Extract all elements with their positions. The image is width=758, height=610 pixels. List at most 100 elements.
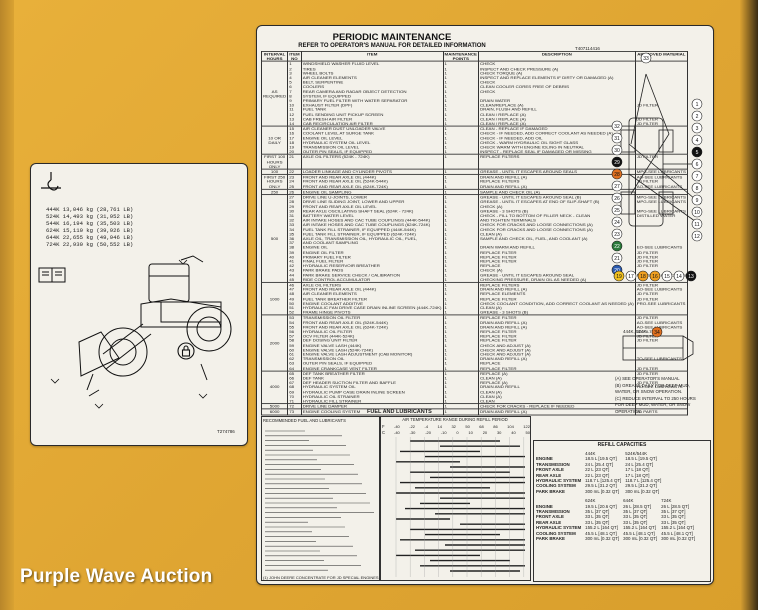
cell-description: REPLACE (A) CLEAN (A) REPLACE (A) DRAIN … bbox=[477, 370, 636, 405]
callout-circle bbox=[691, 146, 703, 158]
refill-col3-head: 624K bbox=[585, 498, 596, 504]
callout-19: 19 bbox=[616, 274, 622, 280]
refill-label: PARK BRAKE bbox=[536, 536, 565, 542]
callout-28: 28 bbox=[614, 172, 620, 178]
cell-points: 1 1 1 1 1 1 1 1 1 1 1 1 1 1 1 1 1 1 1 bbox=[442, 194, 479, 283]
wheel-loader-drawing bbox=[78, 255, 232, 397]
refill-value: 22 L [23 QT] bbox=[585, 467, 610, 473]
refill-value: 300 mL [0.32 QT] bbox=[661, 536, 696, 542]
refill-label: COOLING SYSTEM bbox=[536, 483, 576, 489]
maintenance-subtitle: REFER TO OPERATOR'S MANUAL FOR DETAILED … bbox=[298, 43, 486, 49]
callout-circle bbox=[691, 134, 703, 146]
callout-11: 11 bbox=[694, 222, 699, 228]
refill-value: 24 L [25.4 QT] bbox=[625, 461, 654, 467]
weights-part-number: T274786 bbox=[217, 429, 235, 434]
refill-label: FRONT AXLE bbox=[536, 467, 564, 473]
fuel-left-title: RECOMMENDED FUEL AND LUBRICANTS bbox=[263, 418, 346, 423]
callout-4: 4 bbox=[696, 138, 699, 144]
temp-c-label: 40 bbox=[511, 430, 516, 435]
temp-c-label: 20 bbox=[482, 430, 488, 435]
cell-points: 1 bbox=[442, 188, 479, 196]
callout-circle bbox=[613, 270, 625, 282]
callout-32: 32 bbox=[614, 124, 620, 130]
refill-value: 33 L [35 QT] bbox=[623, 519, 648, 525]
cell-points: 1 1 1 1 1 1 bbox=[442, 125, 479, 156]
temp-title: AIR TEMPERATURE RANGE DURING REFILL PERI… bbox=[402, 417, 508, 422]
refill-value: 155.2 L [164 QT] bbox=[585, 525, 618, 531]
refill-title: REFILL CAPACITIES bbox=[597, 442, 647, 448]
cell-points: 1 1 1 bbox=[442, 174, 479, 190]
callout-circle bbox=[611, 252, 623, 264]
refill-value: 45.5 L [48.1 QT] bbox=[661, 530, 693, 536]
cell-description: DRAIN AND REFILL (A) REPLACE FILTERS DRA… bbox=[477, 174, 636, 190]
manual-book-icon bbox=[38, 267, 66, 283]
callout-2: 2 bbox=[696, 114, 699, 120]
callout-15: 15 bbox=[664, 274, 670, 280]
temp-f-label: -4 bbox=[424, 424, 429, 429]
callout-circle bbox=[611, 120, 623, 132]
refill-value: 33 L [35 QT] bbox=[623, 514, 648, 520]
callout-31: 31 bbox=[614, 136, 620, 142]
callout-circle bbox=[691, 182, 703, 194]
callout-circle bbox=[611, 168, 623, 180]
cell-material: JD FILTER AO-SEE LUBRICANTS AO-SEE LUBRI… bbox=[634, 314, 688, 372]
header-interval: INTERVAL HOURS bbox=[260, 50, 289, 62]
callout-circle bbox=[611, 156, 623, 168]
temp-f-label: 122 bbox=[523, 424, 530, 429]
callout-7: 7 bbox=[696, 174, 699, 180]
callout-circle bbox=[625, 270, 637, 282]
panel-left-edge bbox=[0, 0, 14, 610]
temp-f-label: -40 bbox=[394, 424, 400, 429]
refill-value: 45.5 L [48.1 QT] bbox=[623, 530, 655, 536]
cell-description: GREASE - UNTIL IT ESCAPES AROUND SEAL (B… bbox=[477, 194, 636, 283]
weight-line: 624K 15,110 kg (39,926 LB) bbox=[46, 227, 134, 234]
fuel-footer: (1) JOHN DEERE CONCENTRATE FOR JD SPECIA… bbox=[263, 575, 379, 580]
lock-icon bbox=[177, 342, 195, 360]
temp-range-bars bbox=[395, 437, 525, 577]
lubrication-point-diagram: 3332313029282726252423222120123456789101… bbox=[611, 52, 703, 282]
cell-interval: 2000 bbox=[260, 314, 289, 372]
temp-c-label: -20 bbox=[425, 430, 431, 435]
weight-line: 524K 14,493 kg (31,952 LB) bbox=[46, 213, 134, 220]
refill-col5-head: 724K bbox=[661, 498, 672, 504]
callout-circle bbox=[640, 52, 652, 64]
callout-9: 9 bbox=[696, 198, 699, 204]
callout-16: 16 bbox=[652, 274, 658, 280]
legend: (A) SEE OPERATOR'S MANUAL (B) GREASE DAI… bbox=[615, 376, 705, 415]
refill-value: 35 L [37 QT] bbox=[585, 509, 610, 515]
refill-value: 33 L [35 QT] bbox=[661, 519, 686, 525]
callout-25: 25 bbox=[614, 208, 620, 214]
cell-item: WINDSHIELD WASHER FLUID LEVEL TIRES WHEE… bbox=[300, 61, 444, 127]
refill-value: 33 L [35 QT] bbox=[585, 519, 610, 525]
callout-circle bbox=[691, 158, 703, 170]
cell-interval: 100 bbox=[260, 168, 289, 176]
callout-18: 18 bbox=[640, 274, 646, 280]
header-item-no: ITEM NO bbox=[287, 50, 302, 62]
cell-item-no: 27 28 29 30 31 32 33 34 35 36 37 38 39 4… bbox=[287, 194, 302, 283]
callout-1: 1 bbox=[696, 102, 699, 108]
refill-value: 300 mL [0.32 QT] bbox=[585, 488, 620, 494]
maintenance-doc-number: T407114416 bbox=[575, 46, 600, 51]
refill-value: 118.7 L [125.4 QT] bbox=[585, 478, 622, 484]
callout-29: 29 bbox=[614, 160, 620, 166]
callout-circle bbox=[691, 170, 703, 182]
cell-material: JD FILTER JD FILTER JD FILTER bbox=[634, 61, 688, 127]
refill-value: 18.5 L [19.5 QT] bbox=[625, 456, 657, 462]
callout-6: 6 bbox=[696, 162, 699, 168]
refill-label: REAR AXLE bbox=[536, 519, 562, 525]
refill-label: ENGINE bbox=[536, 456, 553, 462]
weight-line: 644K 22,655 kg (49,946 LB) bbox=[46, 234, 134, 241]
cell-description: REPLACE FILTERS DRAIN AND REFILL (A) REP… bbox=[477, 281, 636, 316]
refill-label: FRONT AXLE bbox=[536, 514, 564, 520]
cell-interval: 4000 bbox=[260, 370, 289, 405]
callout-circle bbox=[611, 132, 623, 144]
